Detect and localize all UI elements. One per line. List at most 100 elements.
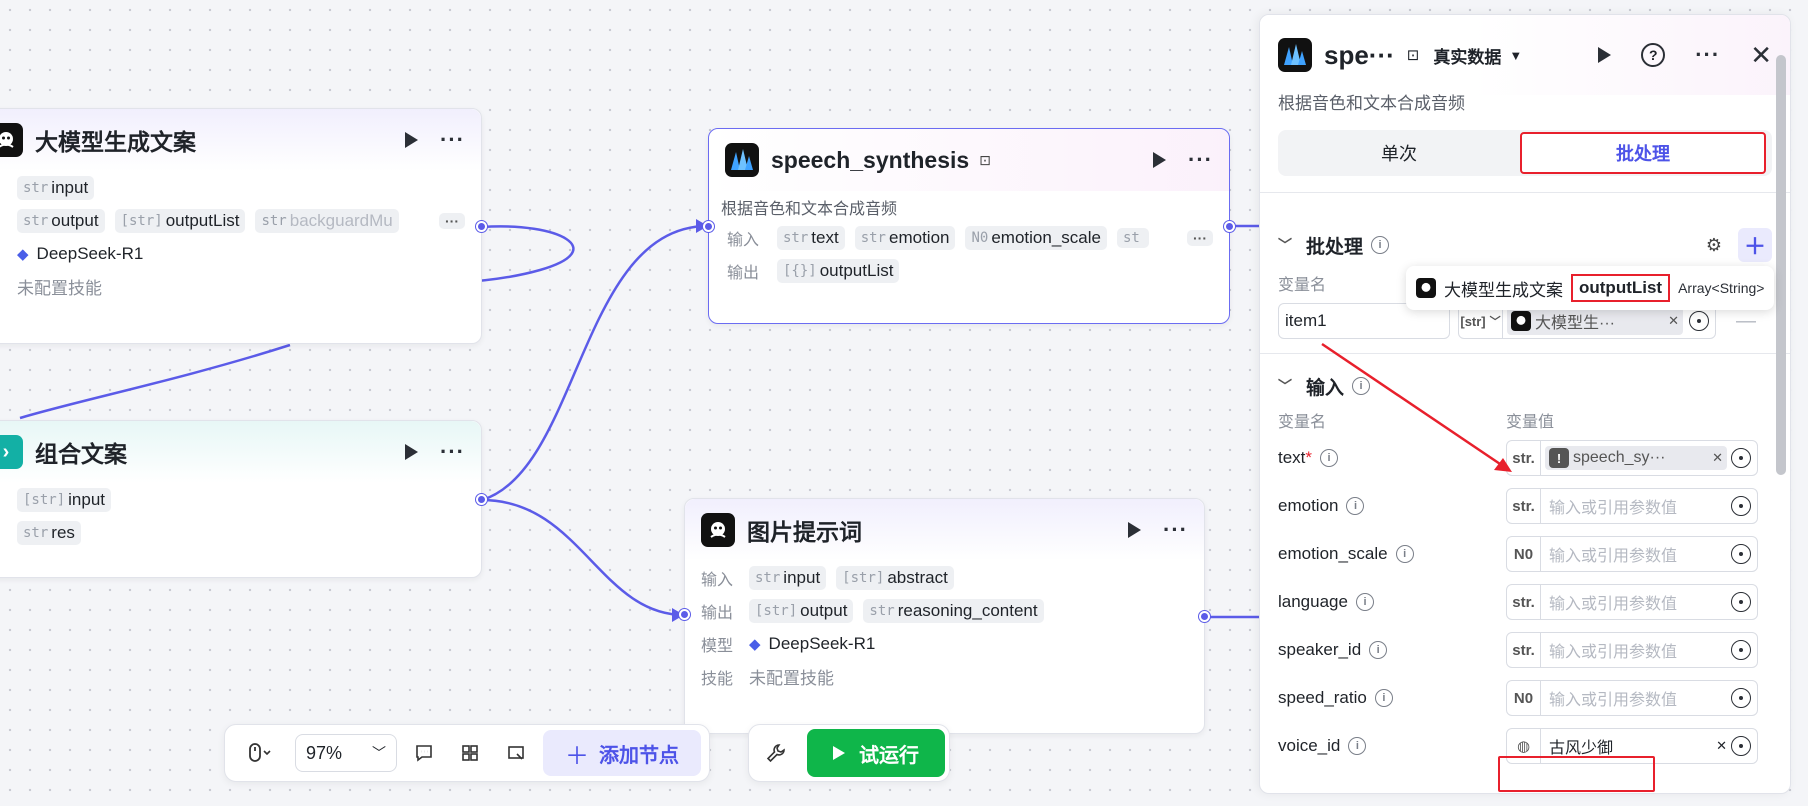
- zoom-select[interactable]: 97% ﹀: [295, 734, 398, 772]
- input-value-field[interactable]: str.输入或引用参数值: [1506, 584, 1758, 620]
- debug-button[interactable]: [757, 734, 795, 772]
- variable-tooltip: 大模型生成文案 outputList Array<String>: [1406, 266, 1775, 310]
- input-port[interactable]: [679, 609, 690, 620]
- variable-ref-icon[interactable]: [1731, 736, 1751, 756]
- layout-button[interactable]: [451, 734, 489, 772]
- input-value-field[interactable]: str.!speech_sy···✕: [1506, 440, 1758, 476]
- run-node-button[interactable]: [1598, 47, 1612, 63]
- run-node-button[interactable]: [1128, 522, 1142, 538]
- info-icon: i: [1395, 545, 1414, 563]
- close-icon[interactable]: ✕: [1750, 39, 1772, 70]
- voice-highlight-box: [1498, 756, 1655, 792]
- more-options-icon[interactable]: ···: [440, 439, 465, 464]
- more-options-icon[interactable]: ···: [440, 127, 465, 152]
- batch-section-header[interactable]: ﹀ 批处理 i ⚙ ＋: [1260, 225, 1790, 265]
- type-indicator: str.: [1507, 585, 1541, 619]
- gear-icon[interactable]: ⚙: [1705, 234, 1722, 255]
- clear-icon[interactable]: ✕: [1668, 313, 1679, 328]
- plugin-badge-icon: ⊡: [979, 151, 991, 168]
- comment-button[interactable]: [405, 734, 443, 772]
- node-description: 根据音色和文本合成音频: [721, 201, 898, 218]
- tab-batch[interactable]: 批处理: [1520, 132, 1766, 174]
- output-port[interactable]: [476, 494, 487, 505]
- pointer-mode-button[interactable]: [233, 734, 287, 772]
- edge-combine-to-image: [481, 498, 685, 617]
- mode-tabs: 单次 批处理: [1278, 130, 1772, 176]
- more-options-icon[interactable]: ···: [1188, 147, 1213, 172]
- node-title: 大模型生成文案: [35, 129, 196, 155]
- output-tag: [str]output: [749, 598, 854, 623]
- variable-ref-icon[interactable]: [1689, 311, 1709, 331]
- llm-icon: [1511, 311, 1531, 331]
- add-batch-variable-button[interactable]: ＋: [1738, 228, 1772, 262]
- input-value-field[interactable]: str.输入或引用参数值: [1506, 488, 1758, 524]
- variable-ref-icon[interactable]: [1731, 448, 1751, 468]
- minimap-button[interactable]: [497, 734, 535, 772]
- more-options-icon[interactable]: ···: [1695, 42, 1721, 67]
- info-icon: i: [1369, 641, 1388, 659]
- node-skill-row: 能 未配置技能: [17, 279, 102, 298]
- node-title: 组合文案: [35, 441, 127, 467]
- info-icon: i: [1320, 449, 1339, 467]
- input-port[interactable]: [703, 221, 714, 232]
- panel-description: 根据音色和文本合成音频: [1278, 94, 1465, 113]
- run-node-button[interactable]: [1153, 152, 1167, 168]
- run-node-button[interactable]: [405, 132, 419, 148]
- ref-chip: 大模型生··· ✕: [1507, 307, 1683, 335]
- clear-icon[interactable]: ✕: [1712, 450, 1723, 465]
- variable-ref-icon[interactable]: [1731, 496, 1751, 516]
- divider: [1260, 353, 1790, 354]
- variable-ref-icon[interactable]: [1731, 688, 1751, 708]
- info-icon: i: [1374, 689, 1393, 707]
- remove-icon[interactable]: —: [1736, 309, 1756, 332]
- info-icon: i: [1355, 593, 1374, 611]
- type-select[interactable]: [str]﹀: [1459, 304, 1503, 338]
- add-node-button[interactable]: ＋ 添加节点: [543, 730, 702, 776]
- clear-icon[interactable]: ✕: [1716, 738, 1727, 753]
- highlighted-variable: outputList: [1571, 274, 1671, 302]
- test-run-button[interactable]: 试运行: [807, 729, 945, 777]
- batch-variable-name-input[interactable]: item1: [1278, 303, 1450, 339]
- run-node-button[interactable]: [405, 444, 419, 460]
- llm-icon: [0, 123, 23, 157]
- run-toolbar: 试运行: [748, 724, 950, 782]
- input-value-field[interactable]: ◍古风少御✕: [1506, 728, 1758, 764]
- input-value-field[interactable]: str.输入或引用参数值: [1506, 632, 1758, 668]
- more-outputs-button[interactable]: ···: [439, 212, 465, 229]
- input-tag: [str]input: [17, 487, 112, 512]
- tab-single[interactable]: 单次: [1381, 144, 1417, 164]
- more-options-icon[interactable]: ···: [1163, 517, 1188, 542]
- variable-ref-icon[interactable]: [1731, 544, 1751, 564]
- input-name: speed_ratio: [1278, 688, 1367, 707]
- input-name: emotion: [1278, 496, 1339, 515]
- variable-ref-icon[interactable]: [1731, 640, 1751, 660]
- help-icon[interactable]: ?: [1641, 43, 1666, 67]
- panel-scrollbar[interactable]: [1776, 55, 1786, 475]
- info-icon: i: [1348, 737, 1367, 755]
- more-inputs-button[interactable]: ···: [1187, 229, 1213, 246]
- input-section-header[interactable]: ﹀ 输入 i: [1260, 366, 1790, 406]
- data-mode-select[interactable]: 真实数据 ▼: [1433, 47, 1523, 67]
- variable-ref-icon[interactable]: [1731, 592, 1751, 612]
- output-port[interactable]: [1199, 611, 1210, 622]
- output-port[interactable]: [476, 221, 487, 232]
- llm-icon: [701, 513, 735, 547]
- type-indicator: str.: [1507, 633, 1541, 667]
- output-port[interactable]: [1224, 221, 1235, 232]
- node-speech-synthesis[interactable]: speech_synthesis ⊡ ··· 根据音色和文本合成音频 输入 st…: [708, 128, 1230, 324]
